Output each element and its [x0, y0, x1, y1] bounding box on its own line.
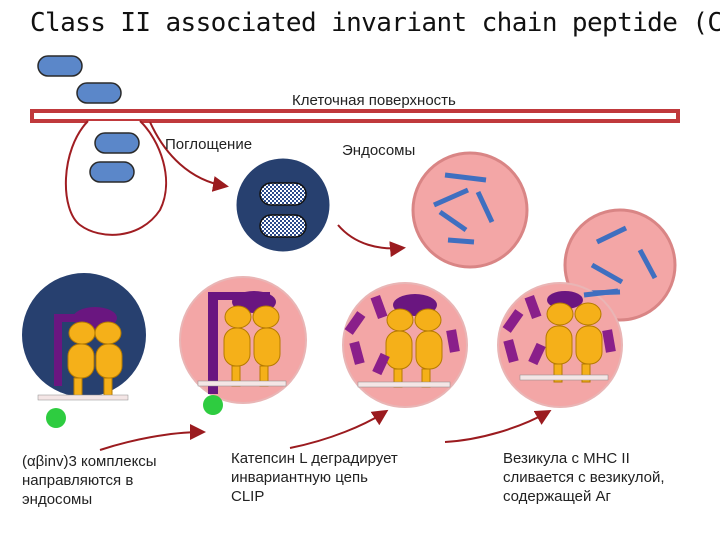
clip-fragments: [344, 294, 460, 376]
checkered-antigen-icon: [259, 182, 307, 206]
endosomes-label: Эндосомы: [342, 142, 416, 159]
vesicle-fusion: [497, 282, 623, 408]
mhc-complex-icon: [223, 305, 281, 387]
caption-step-3: Везикула с МНС II сливается с везикулой,…: [503, 450, 665, 505]
antigen-ellipse-icon: [89, 161, 135, 183]
vesicle-mhc-invariant: [22, 273, 146, 428]
endosome-antigen-fragments: [411, 151, 529, 269]
cell-membrane: [30, 109, 680, 123]
mhc-complex-icon: [545, 302, 603, 383]
antigen-ellipse-icon: [94, 132, 140, 154]
uptake-label: Поглощение: [165, 136, 253, 153]
arrow-step-2: [289, 409, 389, 449]
caption-step-2: Катепсин L деградирует инвариантную цепь…: [231, 450, 398, 505]
arrow-step-3: [444, 410, 552, 443]
arrow-step-1: [99, 424, 206, 451]
anchor-icon: [203, 395, 223, 415]
endosome-arrow: [337, 224, 406, 258]
vesicle-clip-fragments: [342, 282, 468, 408]
antigen-ellipse-icon: [37, 55, 83, 77]
mhc-complex-icon: [385, 308, 443, 388]
antigen-group: [37, 55, 140, 183]
checkered-antigen-icon: [259, 214, 307, 238]
caption-step-1: (αβinv)3 комплексы направляются в эндосо…: [22, 453, 157, 508]
clip-fragments: [502, 294, 616, 366]
antigen-ellipse-icon: [76, 82, 122, 104]
vesicle-cathepsin: [179, 276, 307, 415]
cell-surface-label: Клеточная поверхность: [292, 92, 456, 109]
early-endosome: [233, 155, 333, 255]
anchor-icon: [46, 408, 66, 428]
mhc-complex-icon: [67, 321, 123, 399]
diagram-title: Class II associated invariant chain pept…: [30, 8, 720, 38]
